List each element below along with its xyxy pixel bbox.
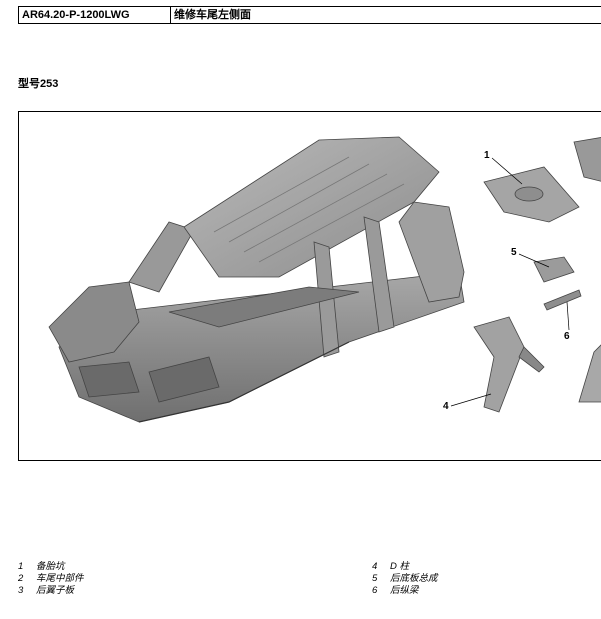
part-rear-floor-assembly xyxy=(533,256,575,283)
part-d-pillar xyxy=(473,316,545,413)
callout-1: 1 xyxy=(484,150,490,161)
document-title: 维修车尾左侧面 xyxy=(174,9,251,21)
part-spare-wheel-well xyxy=(483,166,580,223)
document-header: AR64.20-P-1200LWG 维修车尾左侧面 xyxy=(18,6,601,24)
leader-lines xyxy=(450,157,570,407)
document-code: AR64.20-P-1200LWG xyxy=(19,7,171,23)
callout-5: 5 xyxy=(511,247,517,258)
part-rear-fender-fragment xyxy=(578,344,601,403)
legend-item: 3 后翼子板 xyxy=(18,585,75,596)
part-rear-fragment xyxy=(573,137,601,182)
legend-right: 4 D 柱 5 后底板总成 6 后纵梁 xyxy=(372,561,438,597)
legend-item: 2 车尾中部件 xyxy=(18,573,84,584)
legend-item: 5 后底板总成 xyxy=(372,573,438,584)
exploded-view-figure: 1 5 6 4 xyxy=(18,111,601,461)
callout-6: 6 xyxy=(564,331,570,342)
legend-left: 1 备胎坑 2 车尾中部件 3 后翼子板 xyxy=(18,561,84,597)
callout-4: 4 xyxy=(443,401,449,412)
part-rear-longitudinal xyxy=(543,289,582,311)
legend-item: 4 D 柱 xyxy=(372,561,410,572)
legend-item: 6 后纵梁 xyxy=(372,585,419,596)
car-body-shell xyxy=(48,136,465,423)
car-body-illustration: 1 5 6 4 xyxy=(48,136,601,423)
legend-item: 1 备胎坑 xyxy=(18,561,65,572)
model-label: 型号253 xyxy=(18,78,59,90)
